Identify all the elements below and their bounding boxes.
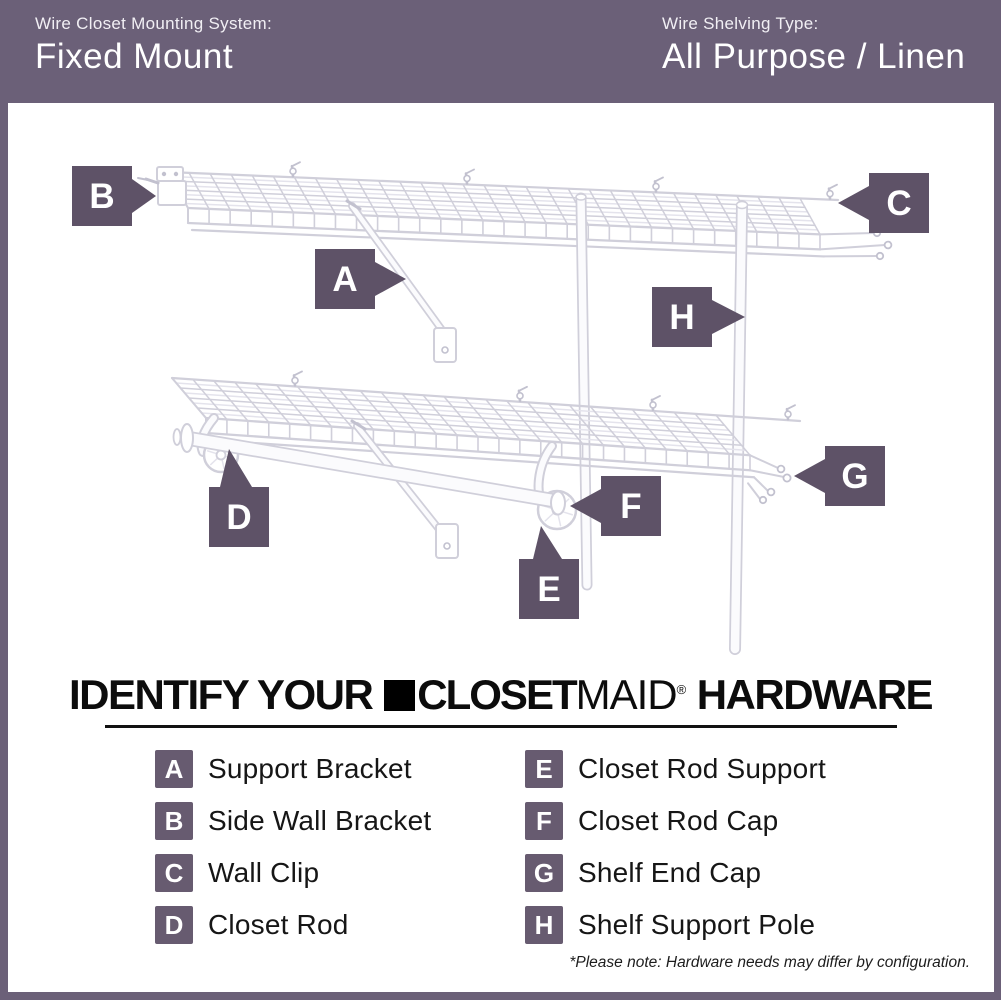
legend-key-f: F <box>525 802 563 840</box>
callout-letter: H <box>669 297 695 337</box>
legend-item: H Shelf Support Pole <box>525 906 826 944</box>
legend-label-closet-rod: Closet Rod <box>208 909 349 940</box>
legend-item: A Support Bracket <box>155 750 431 788</box>
callout-d-closet-rod: D <box>209 449 269 547</box>
frame-border-left <box>0 0 8 1000</box>
legend-label-wall-clip: Wall Clip <box>208 857 320 888</box>
frame-border-right <box>994 0 1001 1000</box>
callout-letter: E <box>537 569 561 609</box>
mounting-system-block: Wire Closet Mounting System: Fixed Mount <box>35 14 272 77</box>
header-band <box>0 0 1001 103</box>
callout-e-closet-rod-support: E <box>519 526 579 619</box>
closetmaid-logo-maid: MAID <box>575 671 678 718</box>
shelving-type-value: All Purpose / Linen <box>662 37 966 76</box>
legend-title-post: HARDWARE <box>696 671 934 718</box>
legend-item: E Closet Rod Support <box>525 750 826 788</box>
legend-label-support-bracket: Support Bracket <box>208 753 412 784</box>
legend-title-pre: IDENTIFY YOUR <box>68 671 374 718</box>
callout-arrow-left-icon <box>794 459 825 493</box>
closetmaid-logo-square-icon <box>384 680 416 711</box>
closetmaid-logo: CLOSETMAID® <box>384 671 687 718</box>
callout-letter: F <box>620 486 642 526</box>
legend-item: F Closet Rod Cap <box>525 802 826 840</box>
callout-letter: D <box>226 497 252 537</box>
callout-arrow-left-icon <box>570 489 601 523</box>
legend-item: D Closet Rod <box>155 906 431 944</box>
shelving-type-label: Wire Shelving Type: <box>662 14 819 33</box>
callout-arrow-left-icon <box>838 186 869 220</box>
legend-item: B Side Wall Bracket <box>155 802 431 840</box>
legend-key-e: E <box>525 750 563 788</box>
legend-key-h: H <box>525 906 563 944</box>
callout-g-shelf-end-cap: G <box>794 446 885 506</box>
callout-letter: G <box>841 456 869 496</box>
registered-mark: ® <box>676 682 687 697</box>
legend-item: C Wall Clip <box>155 854 431 892</box>
callout-arrow-right-icon <box>132 179 156 213</box>
callout-arrow-up-icon <box>533 526 562 559</box>
mounting-system-label: Wire Closet Mounting System: <box>35 14 273 33</box>
legend-key-a: A <box>155 750 193 788</box>
callout-c-wall-clip: C <box>838 173 929 233</box>
legend-label-closet-rod-support: Closet Rod Support <box>578 753 826 784</box>
callout-arrow-right-icon <box>375 262 406 296</box>
legend-key-d: D <box>155 906 193 944</box>
legend-label-shelf-support-pole: Shelf Support Pole <box>578 909 816 940</box>
legend-divider-line <box>105 725 897 728</box>
callout-letter: C <box>886 183 912 223</box>
callout-arrow-right-icon <box>712 300 745 334</box>
callout-arrow-up-icon <box>220 449 252 487</box>
callout-a-support-bracket: A <box>315 249 406 309</box>
footnote: *Please note: Hardware needs may differ … <box>569 954 970 971</box>
legend-label-closet-rod-cap: Closet Rod Cap <box>578 805 779 836</box>
closetmaid-logo-closet: CLOSET <box>417 671 577 718</box>
legend-key-c: C <box>155 854 193 892</box>
legend-key-b: B <box>155 802 193 840</box>
shelving-type-block: Wire Shelving Type: All Purpose / Linen <box>662 14 965 77</box>
legend-label-side-wall-bracket: Side Wall Bracket <box>208 805 432 836</box>
callout-f-closet-rod-cap: F <box>570 476 661 536</box>
legend-key-g: G <box>525 854 563 892</box>
legend-label-shelf-end-cap: Shelf End Cap <box>578 857 762 888</box>
legend-column-right: E Closet Rod Support F Closet Rod Cap G … <box>525 750 826 958</box>
callout-b-side-wall-bracket: B <box>72 166 156 226</box>
legend-column-left: A Support Bracket B Side Wall Bracket C … <box>155 750 431 958</box>
legend-item: G Shelf End Cap <box>525 854 826 892</box>
callout-h-shelf-support-pole: H <box>652 287 745 347</box>
callout-letter: B <box>89 176 115 216</box>
mounting-system-value: Fixed Mount <box>35 37 234 76</box>
callout-letter: A <box>332 259 358 299</box>
frame-border-bottom <box>0 992 1001 1000</box>
